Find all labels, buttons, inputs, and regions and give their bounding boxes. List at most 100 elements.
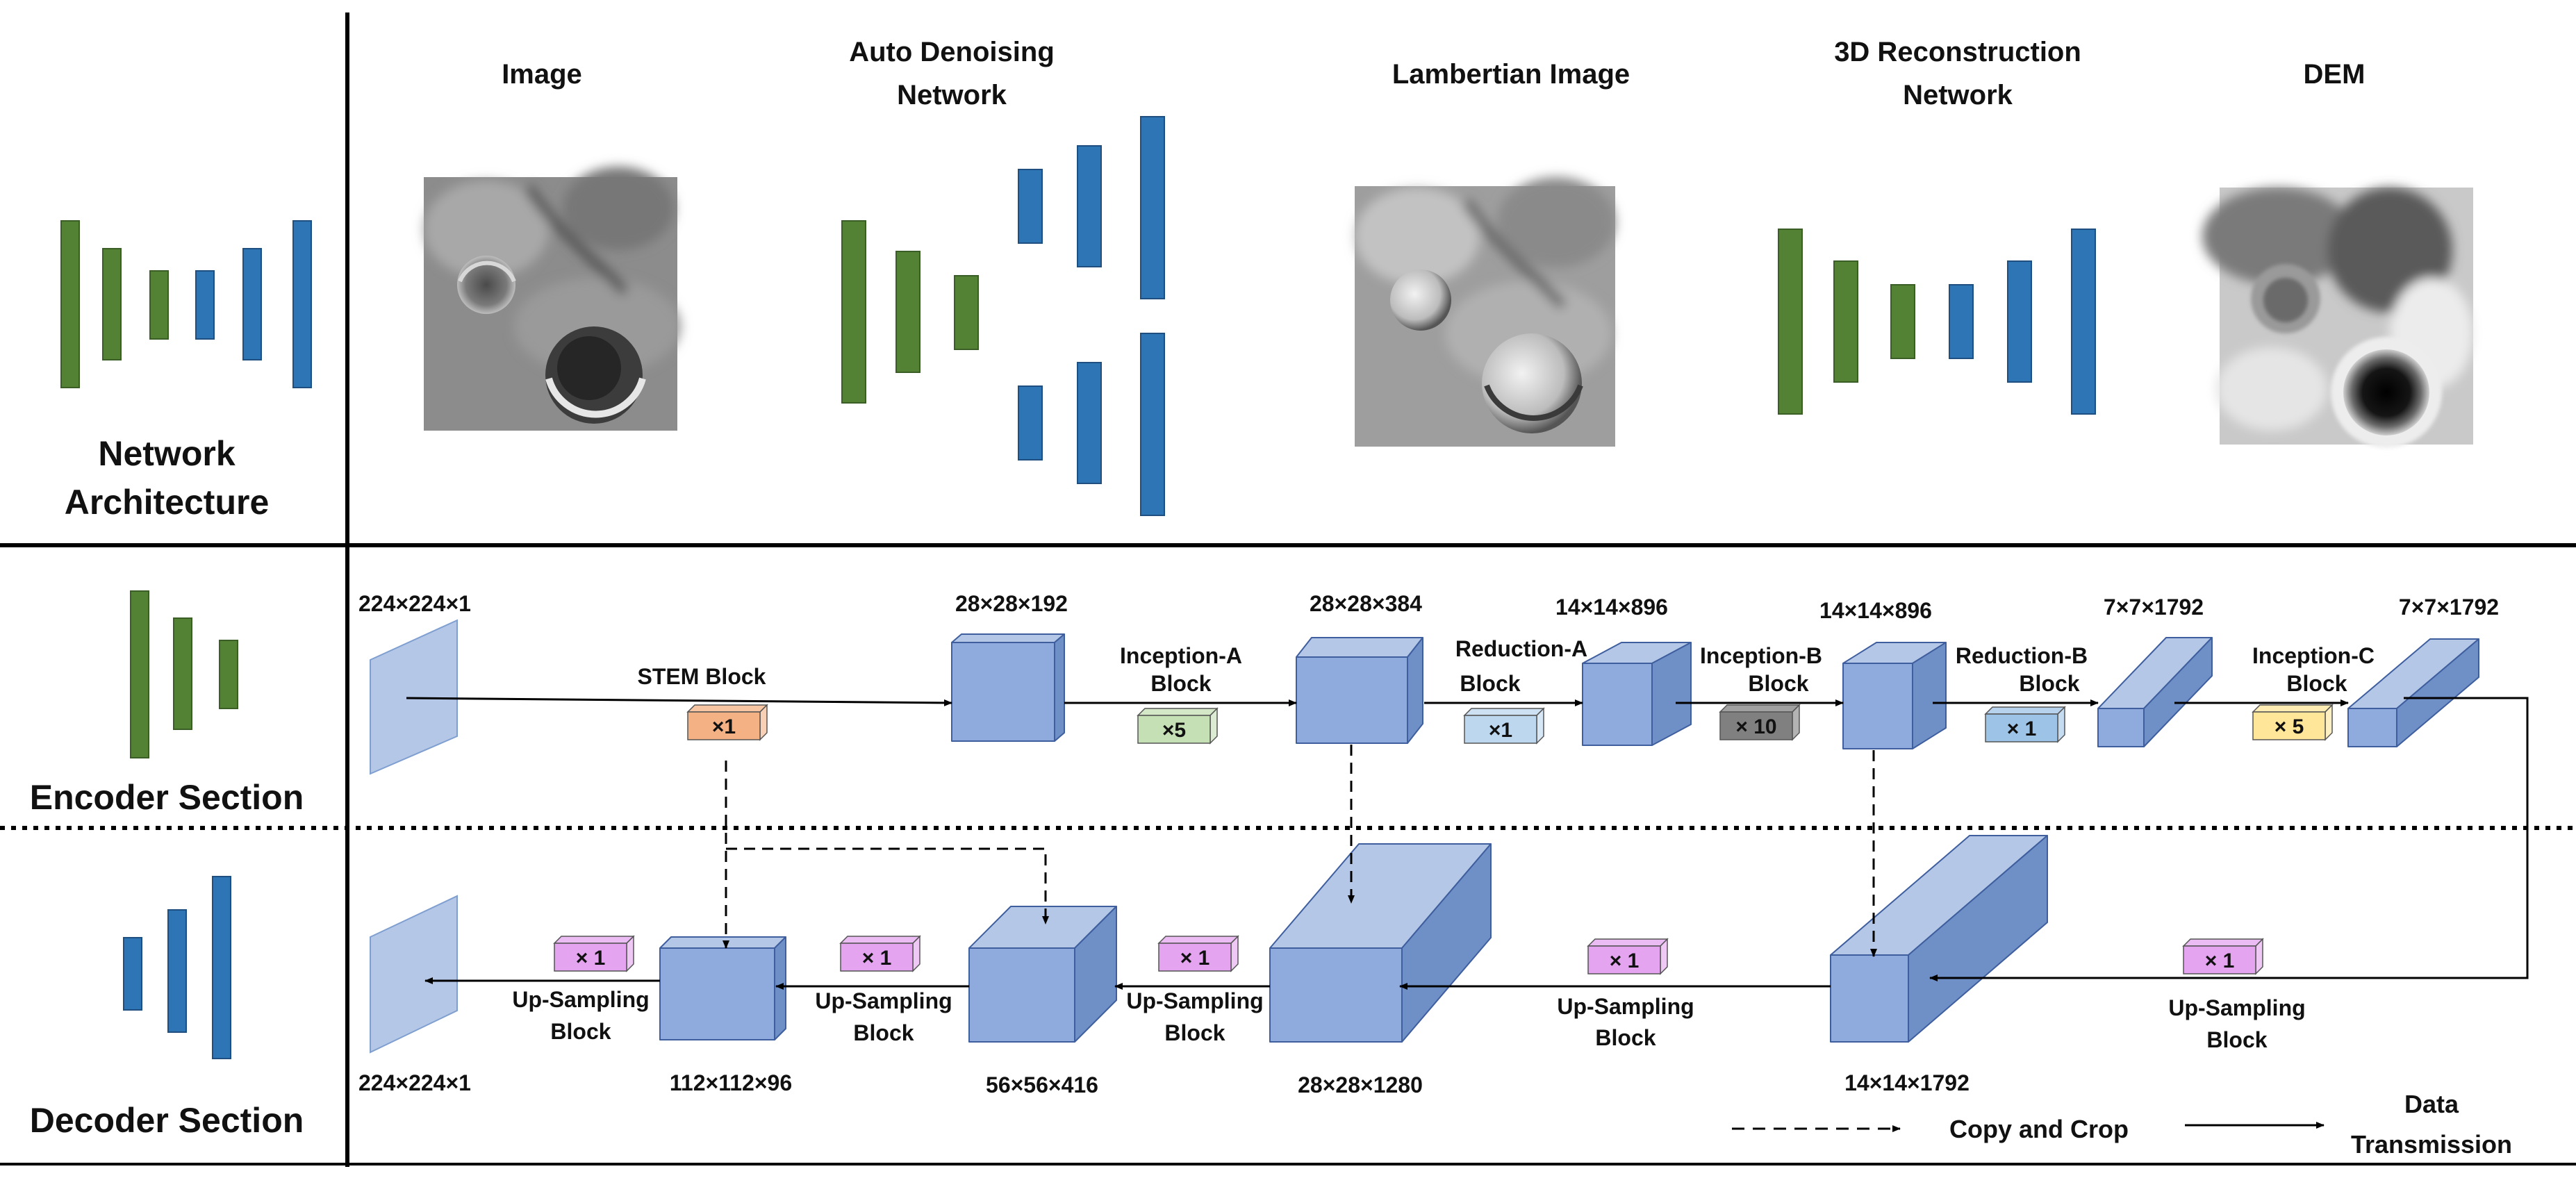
- badge-inception-a-count: ×5: [1162, 719, 1186, 742]
- enc-cube-3: [1582, 642, 1692, 746]
- inception-b-label-2: Block: [1748, 671, 1808, 696]
- header-dem: DEM: [2304, 59, 2366, 90]
- badge-stem-count: ×1: [712, 715, 736, 738]
- enc-cube-2-top: [1296, 637, 1423, 658]
- network-architecture-label-2: Architecture: [65, 483, 270, 522]
- enc-cube-3-front: [1582, 663, 1653, 746]
- top-headers: Image Auto Denoising Network Lambertian …: [502, 37, 2365, 110]
- dec-dim-3: 56×56×416: [986, 1072, 1098, 1097]
- decoder-output-slab: [370, 895, 458, 1054]
- up-block-2-label-1: Up-Sampling: [1557, 994, 1694, 1019]
- inception-c-label-1: Inception-C: [2252, 643, 2375, 668]
- inception-a-label-1: Inception-A: [1120, 643, 1242, 668]
- block-badges: ×1 ×5 ×1 × 10 × 1 × 5 × 1 × 1 × 1 × 1 × 1: [553, 704, 2334, 975]
- enc-dim-3: 14×14×896: [1555, 595, 1668, 620]
- badge-inception-b: × 10: [1719, 704, 1801, 741]
- decoder-labels: Up-Sampling Block Up-Sampling Block Up-S…: [358, 987, 2306, 1097]
- encoder-labels: 224×224×1 STEM Block 28×28×192 28×28×384…: [358, 591, 2499, 696]
- input-crater-image: [424, 167, 681, 431]
- network-architecture-icon: [60, 220, 312, 388]
- lambertian-crater-image: [1355, 177, 1615, 447]
- dec-cube-4-front: [659, 947, 775, 1040]
- legend: Copy and Crop Data Transmission: [1732, 1090, 2512, 1159]
- decoder-icon: [123, 876, 231, 1059]
- dec-cube-2: [1269, 843, 1492, 1043]
- header-lambertian: Lambertian Image: [1392, 59, 1630, 90]
- encoder-input-slab: [370, 619, 458, 775]
- badge-stem: ×1: [686, 704, 768, 741]
- dec-cube-4-side: [774, 936, 786, 1040]
- enc-cube-6: [2347, 638, 2479, 747]
- encoder-section-label: Encoder Section: [30, 778, 304, 817]
- dec-cube-4: [659, 936, 786, 1040]
- legend-data-2: Transmission: [2351, 1130, 2512, 1159]
- inception-c-label-2: Block: [2286, 671, 2347, 696]
- enc-dim-1: 28×28×192: [955, 591, 1068, 616]
- up-block-5-label-2: Block: [550, 1019, 611, 1044]
- enc-cube-2-front: [1296, 656, 1408, 744]
- badge-reduction-a: ×1: [1463, 707, 1545, 745]
- up-block-4-label-2: Block: [853, 1020, 914, 1045]
- enc-cube-1-front: [951, 642, 1055, 742]
- skip-connections: [723, 745, 1877, 957]
- enc-cube-2-side: [1407, 637, 1423, 744]
- enc-dim-2: 28×28×384: [1310, 591, 1422, 616]
- decoder-section-label: Decoder Section: [30, 1101, 304, 1140]
- enc-cube-5: [2097, 637, 2213, 747]
- badge-up-1: × 1: [2182, 938, 2264, 975]
- enc-cube-2: [1296, 637, 1423, 744]
- badge-up-3-count: × 1: [1180, 947, 1210, 970]
- enc-cube-1-top: [951, 633, 1065, 643]
- enc-cube-6-front: [2347, 708, 2397, 747]
- badge-inception-b-count: × 10: [1735, 715, 1776, 738]
- stem-block-label: STEM Block: [638, 664, 766, 689]
- dec-dim-5: 224×224×1: [358, 1070, 471, 1095]
- dec-dim-2: 28×28×1280: [1298, 1072, 1423, 1097]
- reduction-a-label-1: Reduction-A: [1455, 636, 1587, 661]
- badge-inception-c: × 5: [2252, 704, 2334, 741]
- badge-up-1-count: × 1: [2205, 949, 2235, 972]
- enc-cube-1-side: [1054, 633, 1065, 742]
- arrow-bottleneck: [1929, 697, 2529, 981]
- badge-reduction-a-count: ×1: [1489, 719, 1512, 742]
- up-block-3-label-1: Up-Sampling: [1126, 988, 1263, 1013]
- skip-stem-branch: [726, 847, 1049, 924]
- badge-reduction-b: × 1: [1984, 706, 2066, 743]
- badge-up-2: × 1: [1587, 938, 1669, 975]
- up-block-3-label-2: Block: [1164, 1020, 1225, 1045]
- dec-cube-1: [1830, 835, 2048, 1043]
- up-block-5-label-1: Up-Sampling: [512, 987, 649, 1012]
- header-denoise-1: Auto Denoising: [849, 37, 1055, 67]
- enc-cube-4: [1842, 642, 1947, 749]
- enc-dim-6: 7×7×1792: [2399, 595, 2499, 620]
- reconstruction-network-icon: [1778, 229, 2096, 415]
- dec-cube-3-front: [968, 947, 1075, 1043]
- reduction-a-label-2: Block: [1460, 671, 1520, 696]
- inception-a-label-2: Block: [1150, 671, 1211, 696]
- dec-cube-2-front: [1269, 947, 1403, 1043]
- badge-inception-c-count: × 5: [2274, 715, 2304, 738]
- dec-dim-1: 14×14×1792: [1844, 1070, 1970, 1095]
- badge-up-5-count: × 1: [576, 947, 606, 970]
- inception-b-label-1: Inception-B: [1700, 643, 1822, 668]
- badge-up-3: × 1: [1157, 935, 1239, 972]
- header-recon-2: Network: [1903, 80, 2013, 110]
- enc-dim-4: 14×14×896: [1819, 598, 1932, 623]
- enc-cube-5-front: [2097, 708, 2145, 747]
- up-block-1-label-1: Up-Sampling: [2168, 995, 2305, 1020]
- badge-up-4: × 1: [839, 935, 921, 972]
- header-recon-1: 3D Reconstruction: [1834, 37, 2081, 67]
- arrow-stem: [406, 697, 952, 706]
- legend-data-1: Data: [2404, 1090, 2459, 1118]
- dec-cube-1-front: [1830, 954, 1909, 1043]
- reduction-b-label-1: Reduction-B: [1956, 643, 2088, 668]
- dec-cube-3: [968, 906, 1117, 1043]
- up-block-2-label-2: Block: [1595, 1025, 1656, 1050]
- badge-up-4-count: × 1: [862, 947, 892, 970]
- dec-cube-4-top: [659, 936, 786, 949]
- up-block-1-label-2: Block: [2206, 1027, 2267, 1052]
- reduction-b-label-2: Block: [2019, 671, 2079, 696]
- header-denoise-2: Network: [897, 80, 1007, 110]
- network-architecture-label-1: Network: [98, 434, 235, 473]
